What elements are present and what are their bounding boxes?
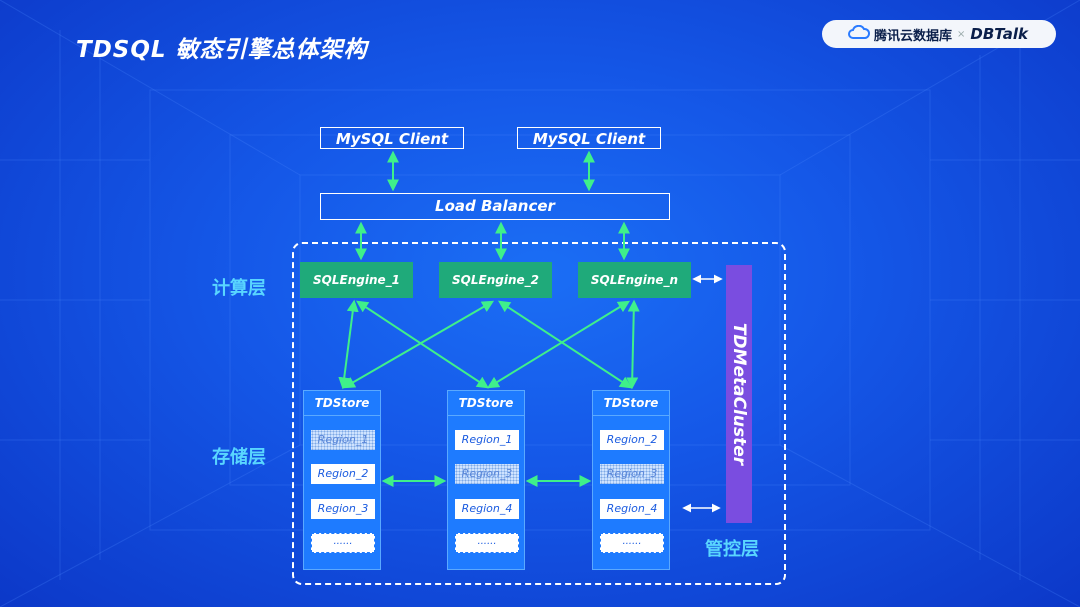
arrow-e1-s1 bbox=[338, 299, 359, 390]
storage-layer-label: 存储层 bbox=[212, 447, 266, 468]
mysql-client-2: MySQL Client bbox=[517, 127, 661, 149]
region-box: Region_1 bbox=[455, 430, 519, 450]
page-title: TDSQL 敏态引擎总体架构 bbox=[76, 37, 368, 63]
compute-layer-label: 计算层 bbox=[212, 278, 266, 299]
region-box: Region_2 bbox=[311, 464, 375, 484]
arrow-e1-s2 bbox=[355, 300, 490, 389]
tdstore-2: TDStore Region_1 Region_3 Region_4 .....… bbox=[447, 390, 525, 570]
cluster-boundary bbox=[292, 242, 786, 585]
brand-logo: 腾讯云数据库 × DBTalk bbox=[822, 20, 1056, 48]
sql-engine-n: SQLEngine_n bbox=[578, 262, 691, 298]
arrow-e2-s3 bbox=[497, 300, 633, 389]
region-box: Region_4 bbox=[455, 499, 519, 519]
brand-name-en: DBTalk bbox=[970, 25, 1028, 43]
region-placeholder: ...... bbox=[455, 533, 519, 553]
tdstore-label: TDStore bbox=[593, 391, 669, 416]
brand-separator: × bbox=[957, 28, 966, 40]
cloud-icon bbox=[848, 24, 871, 43]
region-box: Region_2 bbox=[600, 430, 664, 450]
tdstore-label: TDStore bbox=[448, 391, 524, 416]
brand-name-cn: 腾讯云数据库 bbox=[874, 28, 953, 44]
sql-engine-2: SQLEngine_2 bbox=[439, 262, 552, 298]
arrow-en-s3 bbox=[626, 299, 640, 390]
arrow-en-s2 bbox=[486, 300, 631, 389]
control-layer-label: 管控层 bbox=[705, 539, 759, 560]
arrow-e2-s1 bbox=[342, 300, 495, 389]
tdstore-3: TDStore Region_2 Region_3 Region_4 .....… bbox=[592, 390, 670, 570]
tdstore-label: TDStore bbox=[304, 391, 380, 416]
meta-cluster-bar bbox=[726, 265, 752, 523]
sql-engine-1: SQLEngine_1 bbox=[300, 262, 413, 298]
region-box: Region_3 bbox=[311, 499, 375, 519]
tdstore-1: TDStore Region_1 Region_2 Region_3 .....… bbox=[303, 390, 381, 570]
region-box: Region_4 bbox=[600, 499, 664, 519]
load-balancer: Load Balancer bbox=[320, 193, 670, 220]
region-placeholder: ...... bbox=[600, 533, 664, 553]
region-box: Region_3 bbox=[600, 464, 664, 484]
region-box: Region_3 bbox=[455, 464, 519, 484]
region-box: Region_1 bbox=[311, 430, 375, 450]
region-placeholder: ...... bbox=[311, 533, 375, 553]
mysql-client-1: MySQL Client bbox=[320, 127, 464, 149]
